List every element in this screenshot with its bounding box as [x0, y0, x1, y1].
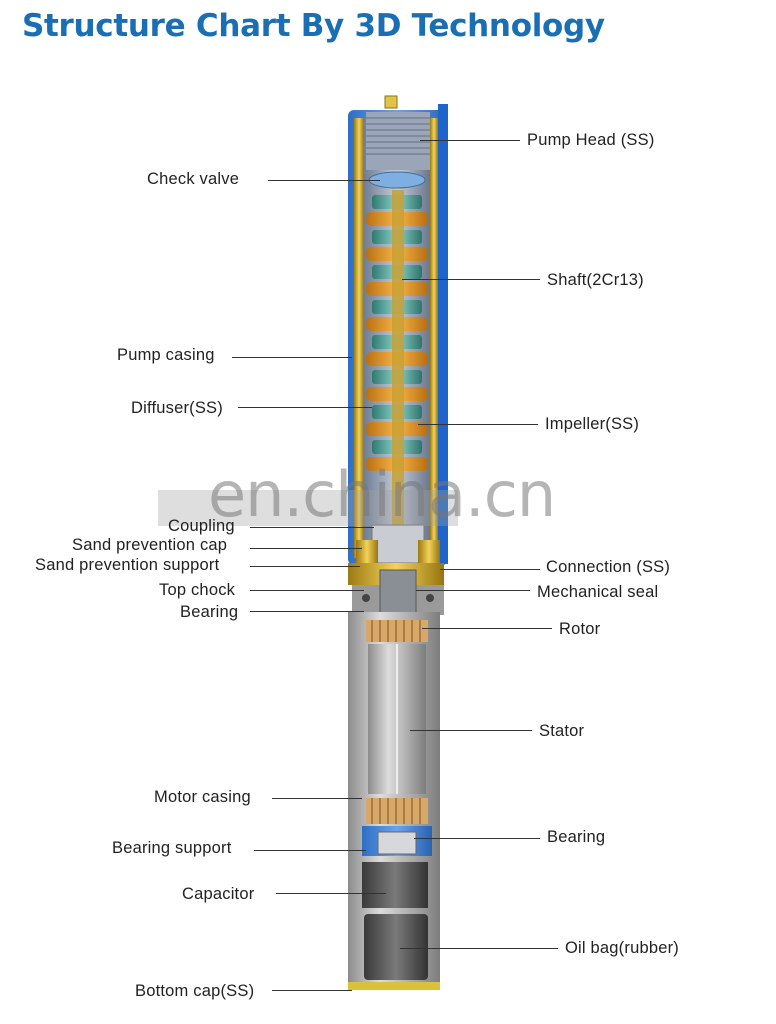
leader-shaft	[402, 279, 540, 280]
pump-section	[348, 95, 448, 566]
watermark: en.china.cn	[208, 458, 556, 531]
leader-bottom-cap	[272, 990, 352, 991]
leader-stator	[410, 730, 532, 731]
leader-coupling	[250, 527, 374, 528]
label-check-valve: Check valve	[147, 170, 240, 188]
leader-check-valve	[268, 180, 380, 181]
leader-top-chock	[250, 590, 364, 591]
label-bottom-cap: Bottom cap(SS)	[135, 982, 255, 1000]
label-pump-casing: Pump casing	[117, 346, 215, 364]
leader-diffuser	[238, 407, 372, 408]
leader-impeller	[418, 424, 538, 425]
label-shaft: Shaft(2Cr13)	[547, 271, 644, 289]
label-stator: Stator	[539, 722, 585, 740]
leader-bearing-support	[254, 850, 366, 851]
leader-sand-prevention-support	[250, 566, 360, 567]
cable-guard-shape	[438, 104, 448, 564]
label-coupling: Coupling	[168, 517, 235, 535]
leader-pump-casing	[232, 357, 352, 358]
label-rotor: Rotor	[559, 620, 601, 638]
label-impeller: Impeller(SS)	[545, 415, 640, 433]
label-connection: Connection (SS)	[546, 558, 671, 576]
watermark-band	[158, 490, 458, 526]
leader-bearing-bottom	[414, 838, 540, 839]
leader-sand-prevention-cap	[250, 548, 362, 549]
page-title: Structure Chart By 3D Technology	[22, 8, 605, 44]
label-pump-head: Pump Head (SS)	[527, 131, 655, 149]
label-sand-prevention-cap: Sand prevention cap	[72, 536, 228, 554]
label-mechanical-seal: Mechanical seal	[537, 583, 659, 601]
label-sand-prevention-support: Sand prevention support	[35, 556, 220, 574]
label-top-chock: Top chock	[159, 581, 236, 599]
mechanical-seal-shape	[379, 569, 417, 615]
label-capacitor: Capacitor	[182, 885, 255, 903]
leader-capacitor	[276, 893, 386, 894]
bottom-cap-shape	[348, 982, 440, 990]
motor-section	[348, 612, 440, 990]
leader-oil-bag	[400, 948, 558, 949]
leader-pump-head	[420, 140, 520, 141]
oil-bag-shape	[364, 914, 428, 980]
capacitor-shape	[362, 862, 428, 908]
leader-mechanical-seal	[416, 590, 530, 591]
label-diffuser: Diffuser(SS)	[131, 399, 223, 417]
leader-bearing-top	[250, 611, 364, 612]
leader-rotor	[422, 628, 552, 629]
connection-section	[348, 563, 444, 615]
label-bearing-top: Bearing	[180, 603, 239, 621]
label-oil-bag: Oil bag(rubber)	[565, 939, 679, 957]
leader-connection	[440, 569, 540, 570]
pump-head-shape	[366, 112, 430, 170]
leader-motor-casing	[272, 798, 362, 799]
bottom-bearing-shape	[377, 831, 417, 855]
rotor-shape	[366, 620, 428, 642]
label-bearing-bottom: Bearing	[547, 828, 606, 846]
label-bearing-support: Bearing support	[112, 839, 232, 857]
label-motor-casing: Motor casing	[154, 788, 251, 806]
shaft-shape	[392, 190, 404, 530]
